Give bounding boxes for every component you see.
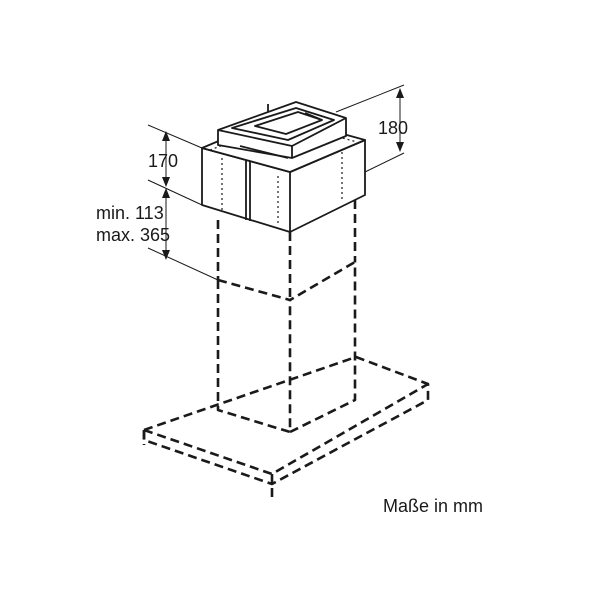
units-caption: Maße in mm <box>383 496 483 516</box>
dimension-label-170: 170 <box>148 151 178 171</box>
dimension-180 <box>335 84 405 173</box>
hood-canopy-outline <box>142 355 430 500</box>
top-mounting-frame <box>217 101 347 159</box>
dimension-label-min: min. 113 <box>96 203 164 223</box>
dimension-170 <box>147 124 203 206</box>
chimney-column-outline <box>216 200 357 434</box>
dimension-label-180: 180 <box>378 118 408 138</box>
dimension-min-max <box>147 188 219 281</box>
dimension-label-max: max. 365 <box>96 225 170 245</box>
